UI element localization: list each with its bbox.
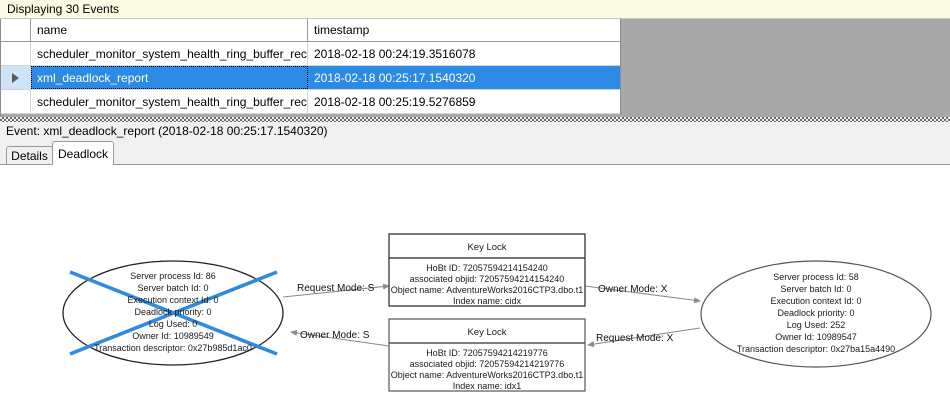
grid-column-header-name[interactable]: name xyxy=(31,19,308,41)
process-right-line-5: Owner Id: 10989547 xyxy=(775,332,857,342)
process-left-line-2: Execution context Id: 0 xyxy=(127,295,218,305)
resource-node-key-lock-top[interactable]: Key Lock HoBt ID: 72057594214154240 asso… xyxy=(388,233,586,307)
edge-bottom-owner-left: Owner Mode: S xyxy=(290,329,390,347)
resource-top-line-0: HoBt ID: 72057594214154240 xyxy=(426,263,548,273)
edge-right-request-bottom: Request Mode: X xyxy=(587,327,701,348)
process-left-line-1: Server batch Id: 0 xyxy=(137,283,208,293)
grid-column-header-timestamp[interactable]: timestamp xyxy=(314,23,370,37)
deadlock-graph-svg: top key lock --> Request Mode: S right p… xyxy=(62,233,932,392)
row-selector[interactable] xyxy=(1,90,31,113)
tab-strip: Details Deadlock xyxy=(0,140,950,165)
process-left-line-0: Server process Id: 86 xyxy=(130,271,216,281)
event-caption: Event: xml_deadlock_report (2018-02-18 0… xyxy=(0,122,950,140)
resource-bottom-line-3: Index name: idx1 xyxy=(453,381,522,391)
resource-top-line-3: Index name: cidx xyxy=(453,296,522,306)
edge-top-owner-right: Owner Mode: X xyxy=(584,284,701,304)
deadlock-victim-x-icon xyxy=(69,270,278,356)
tab-details[interactable]: Details xyxy=(6,146,53,165)
process-node-right[interactable]: Server process Id: 58 Server batch Id: 0… xyxy=(700,260,932,368)
tab-deadlock-label: Deadlock xyxy=(57,146,109,161)
process-right-line-1: Server batch Id: 0 xyxy=(780,284,851,294)
table-row[interactable]: scheduler_monitor_system_health_ring_buf… xyxy=(1,42,620,66)
event-caption-label: Event: xml_deadlock_report (2018-02-18 0… xyxy=(6,124,328,138)
process-left-line-4: Log Used: 0 xyxy=(149,319,198,329)
table-row[interactable]: scheduler_monitor_system_health_ring_buf… xyxy=(1,90,620,114)
resource-top-line-2: Object name: AdventureWorks2016CTP3.dbo.… xyxy=(391,285,583,295)
events-grid-area: name timestamp scheduler_monitor_system_… xyxy=(0,19,950,117)
process-right-line-2: Execution context Id: 0 xyxy=(770,296,861,306)
cell-name[interactable]: scheduler_monitor_system_health_ring_buf… xyxy=(31,42,308,65)
resource-top-title: Key Lock xyxy=(467,242,506,253)
events-count-header: Displaying 30 Events xyxy=(0,0,950,19)
panel-splitter[interactable] xyxy=(0,117,950,122)
process-right-line-3: Deadlock priority: 0 xyxy=(777,308,854,318)
process-node-left[interactable]: Server process Id: 86 Server batch Id: 0… xyxy=(62,260,284,366)
edge-label-request-mode-s-top: Request Mode: S xyxy=(297,283,375,294)
cell-name[interactable]: xml_deadlock_report xyxy=(31,66,308,89)
resource-bottom-line-2: Object name: AdventureWorks2016CTP3.dbo.… xyxy=(391,370,583,380)
process-left-line-3: Deadlock priority: 0 xyxy=(134,307,211,317)
edge-left-request-top: Request Mode: S xyxy=(282,283,390,298)
resource-node-key-lock-bottom[interactable]: Key Lock HoBt ID: 72057594214219776 asso… xyxy=(388,318,586,392)
cell-timestamp[interactable]: 2018-02-18 00:24:19.3516078 xyxy=(314,46,476,61)
cell-timestamp[interactable]: 2018-02-18 00:25:17.1540320 xyxy=(308,66,620,89)
process-left-line-5: Owner Id: 10989549 xyxy=(132,331,214,341)
resource-bottom-line-0: HoBt ID: 72057594214219776 xyxy=(426,348,548,358)
events-grid[interactable]: name timestamp scheduler_monitor_system_… xyxy=(1,19,621,114)
process-right-line-4: Log Used: 252 xyxy=(787,320,846,330)
cell-name[interactable]: scheduler_monitor_system_health_ring_buf… xyxy=(31,90,308,113)
process-right-line-6: Transaction descriptor: 0x27ba15a4490 xyxy=(737,344,895,354)
play-triangle-icon xyxy=(12,72,19,83)
resource-top-line-1: associated objid: 72057594214154240 xyxy=(410,274,565,284)
row-selector[interactable] xyxy=(1,42,31,65)
resource-bottom-line-1: associated objid: 72057594214219776 xyxy=(410,359,565,369)
tab-deadlock[interactable]: Deadlock xyxy=(52,141,114,165)
tab-details-label: Details xyxy=(11,149,48,163)
row-selector[interactable] xyxy=(1,66,31,89)
resource-bottom-title: Key Lock xyxy=(467,327,506,338)
table-row-selected[interactable]: xml_deadlock_report 2018-02-18 00:25:17.… xyxy=(1,66,620,90)
process-right-line-0: Server process Id: 58 xyxy=(773,272,859,282)
edge-label-request-mode-x: Request Mode: X xyxy=(596,333,674,344)
deadlock-graph-canvas[interactable]: top key lock --> Request Mode: S right p… xyxy=(0,164,950,400)
grid-header-row: name timestamp xyxy=(1,19,620,42)
grid-header-selector-cell xyxy=(1,19,31,41)
cell-timestamp[interactable]: 2018-02-18 00:25:19.5276859 xyxy=(314,94,476,109)
events-count-label: Displaying 30 Events xyxy=(7,2,120,16)
process-left-line-6: Transaction descriptor: 0x27b985d1ac0 xyxy=(94,343,252,353)
edge-label-owner-mode-x: Owner Mode: X xyxy=(598,284,668,295)
edge-label-owner-mode-s: Owner Mode: S xyxy=(300,330,370,341)
